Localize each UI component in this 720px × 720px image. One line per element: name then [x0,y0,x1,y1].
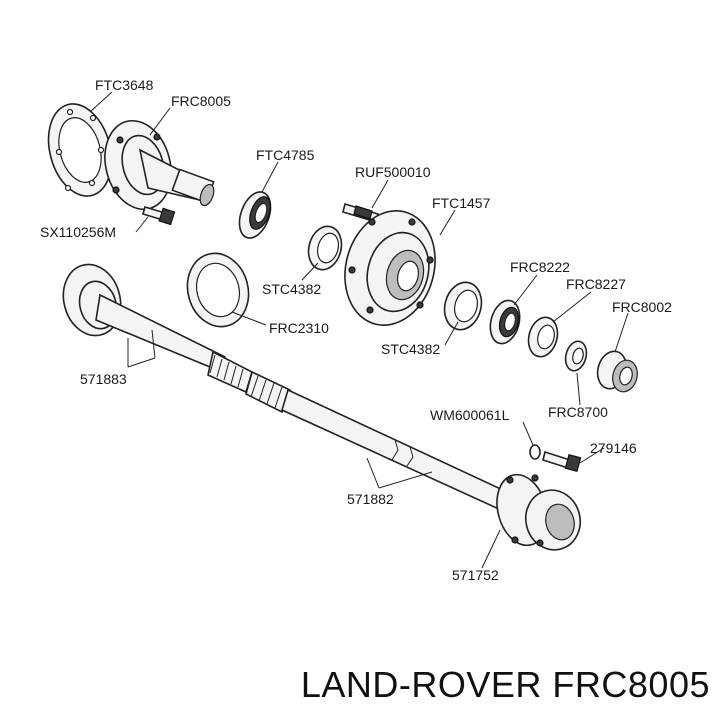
leader-lines [89,91,629,569]
label-frc8700: FRC8700 [548,404,608,420]
label-ftc3648: FTC3648 [95,77,154,93]
label-stc4382-b: STC4382 [381,341,440,357]
washer-frc8227 [527,316,559,358]
label-frc2310: FRC2310 [269,320,329,336]
label-571883: 571883 [80,371,127,387]
drive-flange-571752 [496,473,582,551]
label-ftc1457: FTC1457 [432,195,491,211]
label-sx110256m: SX110256M [40,224,116,240]
bolt-sx110256m [142,206,176,226]
gasket-ftc3648 [47,103,113,197]
label-571752: 571752 [452,567,499,583]
label-ruf500010: RUF500010 [355,164,431,180]
label-279146: 279146 [590,440,637,456]
nut-frc8002 [596,350,638,393]
bearing-frc8222 [489,299,521,345]
label-frc8005: FRC8005 [171,93,231,109]
washer-wm600061l [529,444,541,460]
label-571882: 571882 [347,491,394,507]
label-frc8227: FRC8227 [566,276,626,292]
bolt-279146 [542,450,582,473]
hub-ftc1457 [344,210,436,326]
label-ftc4785: FTC4785 [256,147,315,163]
bearing-stc4382-b [443,281,483,331]
halfshaft-571883 [62,263,253,394]
gasket-frc2310 [186,252,250,328]
stub-axle-frc8005 [104,119,215,211]
label-wm600061l: WM600061L [430,407,510,423]
locknut-ftc4785 [238,191,272,239]
bearing-stc4382-a [307,225,343,271]
label-stc4382-a: STC4382 [262,281,321,297]
label-frc8222: FRC8222 [510,259,570,275]
page-title: LAND-ROVER FRC8005 [301,664,710,705]
label-frc8002: FRC8002 [612,299,672,315]
nut-frc8700 [564,340,588,372]
